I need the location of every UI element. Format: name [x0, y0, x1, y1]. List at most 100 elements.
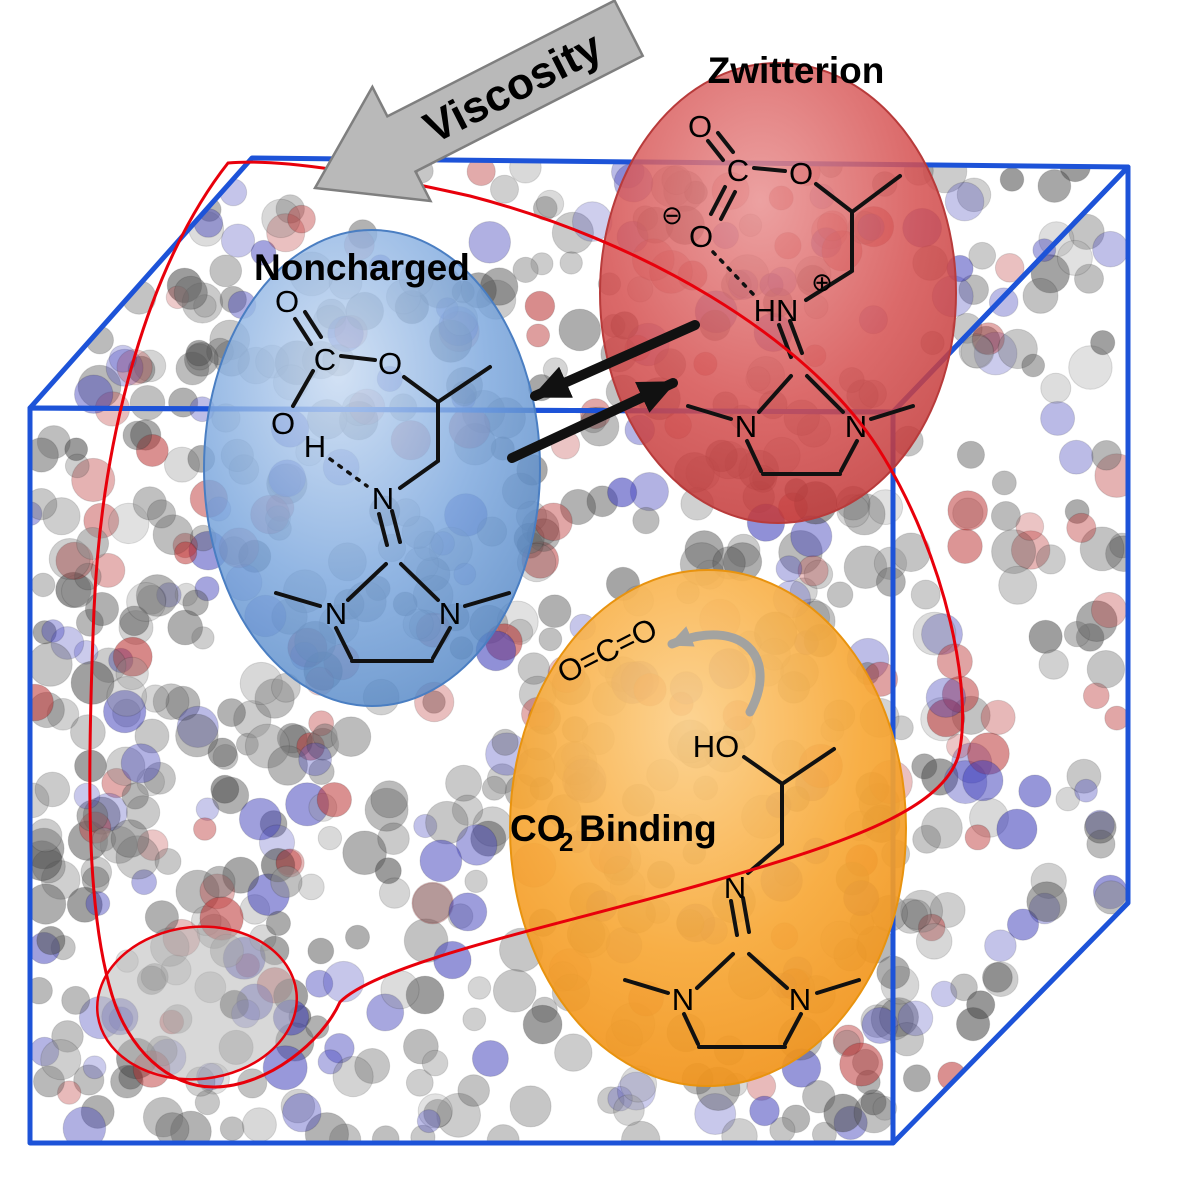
particle-sphere [925, 677, 967, 718]
particle-sphere [481, 775, 507, 801]
particle-sphere [968, 241, 997, 270]
particle-sphere [164, 446, 200, 483]
particle-sphere [797, 555, 829, 587]
particle-sphere [244, 723, 290, 769]
particle-sphere [370, 780, 409, 819]
particle-sphere [912, 611, 957, 656]
single-bonds [623, 747, 861, 1049]
single-bonds [686, 166, 915, 476]
particle-sphere [417, 1093, 453, 1129]
particle-sphere [316, 782, 352, 818]
particle-sphere [219, 285, 247, 314]
particle-sphere [1091, 440, 1122, 471]
particle-sphere [1068, 345, 1113, 390]
particle-sphere [823, 1093, 863, 1133]
particle-sphere [308, 710, 335, 737]
co2-label-suffix: Binding [579, 808, 717, 849]
particle-sphere [988, 287, 1019, 318]
particle-sphere [270, 865, 303, 898]
particle-sphere [64, 437, 89, 462]
particle-sphere [902, 1064, 931, 1093]
particle-sphere [632, 506, 660, 535]
particle-sphere [342, 830, 387, 876]
particle-sphere [184, 342, 219, 377]
particle-sphere [307, 937, 335, 965]
particle-sphere [134, 718, 170, 754]
particle-sphere [182, 589, 209, 617]
particle-sphere [1084, 809, 1115, 840]
particle-sphere [491, 728, 519, 756]
particle-sphere [997, 328, 1038, 370]
particle-sphere [155, 1112, 190, 1143]
particle-sphere [267, 745, 309, 786]
particle-sphere [522, 1004, 563, 1045]
particle-sphere [203, 865, 236, 899]
particle-sphere [413, 813, 438, 839]
particle-sphere [1022, 277, 1059, 314]
particle-sphere [1079, 526, 1125, 572]
particle-sphere [826, 581, 854, 609]
equilibrium-arrow-left-icon [530, 320, 700, 401]
particle-sphere [209, 254, 243, 288]
particle-sphere [422, 690, 446, 714]
particle-sphere [322, 960, 365, 1003]
particle-sphere [616, 1071, 656, 1111]
particle-sphere [30, 572, 56, 598]
particle-sphere [296, 732, 326, 761]
particle-sphere [132, 486, 167, 521]
particle-sphere [131, 869, 158, 896]
equilibrium-arrow-right-icon [507, 378, 678, 463]
particle-sphere [282, 1092, 322, 1133]
particle-sphere [921, 807, 963, 849]
particle-sphere [915, 923, 953, 960]
particle-sphere [219, 1116, 245, 1142]
viscosity-arrow-icon [312, 0, 645, 203]
particle-sphere [84, 591, 120, 627]
particle-sphere [1090, 591, 1128, 629]
equilibrium-arrows [507, 320, 700, 463]
particle-sphere [470, 820, 507, 857]
particle-sphere [910, 579, 941, 610]
particle-sphere [1058, 439, 1094, 475]
particle-sphere [42, 497, 81, 536]
atom-oxygen: O [378, 346, 402, 381]
co2-binding-label: CO 2 Binding [510, 808, 717, 857]
particle-sphere [30, 818, 63, 853]
particle-sphere [75, 608, 104, 637]
particle-sphere [1056, 239, 1093, 276]
double-bonds [293, 310, 402, 547]
particle-sphere [839, 1042, 884, 1087]
reaction-loop [88, 160, 965, 1089]
particle-sphere [129, 385, 166, 421]
particle-sphere [1055, 786, 1081, 812]
particle-sphere [173, 275, 208, 310]
particle-sphere [308, 758, 335, 785]
particle-sphere [464, 869, 488, 893]
particle-sphere [332, 1056, 374, 1098]
particle-sphere [112, 636, 153, 677]
particle-sphere [1064, 499, 1090, 524]
atom-nitrogen: N [789, 982, 811, 1017]
atom-nh-group: HN [754, 293, 799, 328]
particle-sphere [317, 825, 343, 851]
noncharged-molecule [274, 310, 511, 663]
particle-sphere [490, 174, 519, 204]
particle-sphere [121, 782, 150, 810]
particle-sphere [405, 1068, 434, 1097]
particle-sphere [30, 883, 67, 925]
particle-sphere [1066, 512, 1097, 544]
particle-sphere [879, 997, 919, 1038]
zwitterion-atom-labels: O C O O ⊖ HN ⊕ N N [661, 109, 867, 444]
particle-sphere [30, 642, 73, 687]
particle-sphere [126, 582, 167, 622]
particle-sphere [146, 499, 177, 529]
particle-sphere [250, 239, 277, 266]
particle-sphere [241, 1107, 277, 1143]
particle-sphere [280, 1088, 316, 1124]
particle-sphere [85, 891, 111, 916]
noncharged-label: Noncharged [254, 247, 470, 288]
particle-sphere [843, 545, 888, 590]
co2-label-prefix: CO [510, 808, 566, 849]
